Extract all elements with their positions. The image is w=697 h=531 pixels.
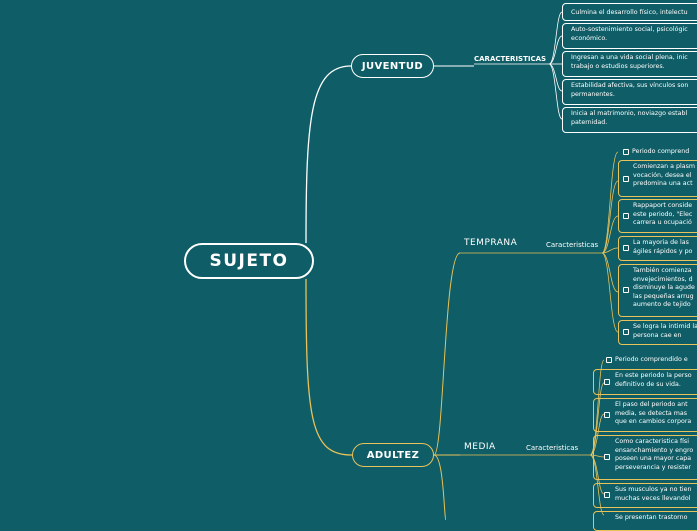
- temprana-item-4[interactable]: También comienza envejecimientos, d dism…: [618, 264, 697, 317]
- checkbox-icon[interactable]: [604, 412, 610, 418]
- media-connector-label: Caracteristicas: [526, 444, 579, 452]
- media-first-item[interactable]: Periodo comprendido e: [615, 356, 688, 363]
- juventud-item-3[interactable]: Ingresan a una vida social plena, inic t…: [562, 51, 697, 77]
- juventud-node[interactable]: JUVENTUD: [351, 54, 434, 78]
- media-item-3[interactable]: Como caracteristica físi ensanchamiento …: [593, 435, 697, 480]
- temprana-item-5[interactable]: Se logra la intimid la persona cae en: [618, 320, 697, 345]
- juventud-item-2[interactable]: Auto-sostenimiento social, psicológic ec…: [562, 23, 697, 49]
- juventud-item-4[interactable]: Estabilidad afectiva, sus vínculos son p…: [562, 79, 697, 105]
- checkbox-icon[interactable]: [604, 454, 610, 460]
- temprana-item-5-text: Se logra la intimid la persona cae en: [633, 323, 697, 339]
- checkbox-icon[interactable]: [623, 287, 629, 293]
- media-item-2-text: El paso del periodo ant media, se detect…: [615, 401, 692, 426]
- juventud-item-1[interactable]: Culmina el desarrollo físico, intelectu: [562, 3, 697, 21]
- checkbox-icon[interactable]: [623, 213, 629, 219]
- checkbox-icon[interactable]: [623, 245, 629, 251]
- media-item-4-text: Sus musculos ya no tien muchas veces lle…: [615, 486, 692, 502]
- temprana-first-item[interactable]: Periodo comprend: [632, 148, 690, 155]
- checkbox-icon[interactable]: [606, 357, 612, 363]
- connector-lines: [305, 11, 619, 520]
- temprana-item-2-text: Rappaport conside este periodo, "Elec ca…: [633, 202, 693, 227]
- media-item-1[interactable]: En este periodo la perso definitivo de s…: [593, 369, 697, 395]
- temprana-item-1[interactable]: Comienzan a plasm vocación, desea el pre…: [618, 160, 697, 197]
- media-item-1-text: En este periodo la perso definitivo de s…: [615, 372, 692, 388]
- checkbox-icon[interactable]: [623, 176, 629, 182]
- link-root-juventud: [305, 65, 352, 244]
- temprana-item-2[interactable]: Rappaport conside este periodo, "Elec ca…: [618, 199, 697, 233]
- media-label[interactable]: MEDIA: [464, 442, 496, 452]
- temprana-label[interactable]: TEMPRANA: [464, 238, 518, 248]
- temprana-item-1-text: Comienzan a plasm vocación, desea el pre…: [633, 163, 696, 188]
- media-item-4[interactable]: Sus musculos ya no tien muchas veces lle…: [593, 483, 697, 508]
- temprana-connector-label: Caracteristicas: [546, 241, 599, 249]
- link-root-adultez: [305, 278, 353, 456]
- juventud-item-5[interactable]: Inicia al matrimonio, noviazgo establ pa…: [562, 107, 697, 133]
- temprana-item-3-text: La mayoria de las ágiles rápidos y po: [633, 239, 693, 255]
- media-item-5-text: Se presentan trastorno: [615, 514, 688, 521]
- temprana-item-3[interactable]: La mayoria de las ágiles rápidos y po: [618, 236, 697, 261]
- media-item-2[interactable]: El paso del periodo ant media, se detect…: [593, 398, 697, 432]
- checkbox-icon[interactable]: [623, 329, 629, 335]
- checkbox-icon[interactable]: [604, 492, 610, 498]
- media-item-5[interactable]: Se presentan trastorno: [593, 511, 697, 531]
- temprana-item-4-text: También comienza envejecimientos, d dism…: [633, 267, 695, 309]
- link-adultez-temprana: [433, 252, 461, 456]
- juventud-connector-label: CARACTERISTICAS: [474, 55, 547, 63]
- adultez-node[interactable]: ADULTEZ: [352, 443, 434, 467]
- checkbox-icon[interactable]: [604, 379, 610, 385]
- media-item-3-text: Como caracteristica físi ensanchamiento …: [615, 438, 694, 471]
- checkbox-icon[interactable]: [623, 149, 629, 155]
- root-node[interactable]: SUJETO: [184, 243, 314, 279]
